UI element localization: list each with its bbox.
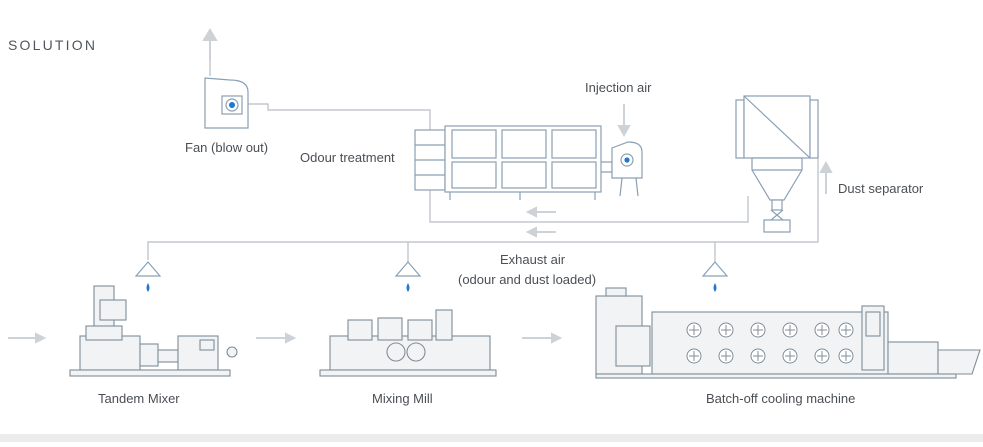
flow-arrows [8, 28, 833, 344]
tandem-mixer-label: Tandem Mixer [98, 391, 180, 406]
odour-treatment-unit [414, 125, 643, 200]
duct-network [147, 44, 819, 262]
mixing-mill-label: Mixing Mill [372, 391, 433, 406]
odour-treatment-label: Odour treatment [300, 150, 395, 165]
extraction-hoods [134, 261, 729, 277]
batch-off-label: Batch-off cooling machine [706, 391, 856, 406]
tandem-mixer-machine [69, 285, 238, 377]
duct-fan-to-odour [240, 103, 431, 130]
duct-return [429, 190, 749, 223]
dust-separator-unit [735, 95, 819, 233]
footer-divider [0, 434, 983, 442]
exhaust-header [147, 120, 819, 260]
dust-drops [146, 283, 717, 292]
exhaust-air-label: Exhaust air [500, 252, 566, 267]
section-heading: SOLUTION [8, 37, 98, 53]
fan-icon [204, 77, 249, 129]
mixing-mill-machine [319, 309, 497, 377]
dust-separator-label: Dust separator [838, 181, 924, 196]
cooling-fans [686, 322, 854, 364]
injection-air-label: Injection air [585, 80, 652, 95]
batch-off-cooling-machine [595, 287, 981, 379]
fan-label: Fan (blow out) [185, 140, 269, 155]
exhaust-air-sublabel: (odour and dust loaded) [458, 272, 597, 287]
